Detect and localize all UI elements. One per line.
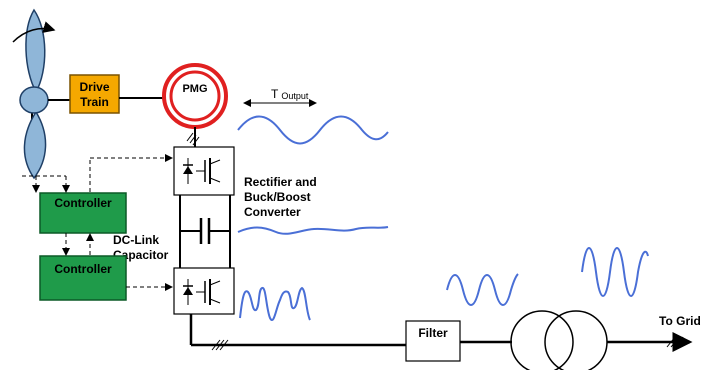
filter-output-waveform xyxy=(446,273,519,306)
output-bus xyxy=(189,314,693,352)
wind-turbine-icon xyxy=(12,8,56,180)
to-grid-label: To Grid xyxy=(659,314,701,328)
controller-bottom-label: Controller xyxy=(54,262,112,276)
rectifier-label-1: Rectifier and xyxy=(244,175,317,189)
igbt-switch-icon xyxy=(183,279,221,305)
rectifier-converter-block xyxy=(173,146,235,196)
rectifier-label-3: Converter xyxy=(244,205,301,219)
igbt-switch-icon xyxy=(183,158,221,184)
filter-block: Filter xyxy=(405,320,461,362)
inverter-converter-block xyxy=(173,267,235,315)
control-signals xyxy=(22,154,173,291)
dc-link-bus xyxy=(179,195,231,268)
pmg-generator: PMG xyxy=(162,63,228,129)
filter-label: Filter xyxy=(418,326,448,340)
controller-top-label: Controller xyxy=(54,196,112,210)
controller-bottom-block: Controller xyxy=(39,255,127,301)
dclink-label-1: DC-Link xyxy=(113,233,159,247)
dclink-label-2: Capacitor xyxy=(113,248,169,262)
rectifier-label-2: Buck/Boost xyxy=(244,190,311,204)
pmg-label: PMG xyxy=(182,83,207,95)
capacitor-icon xyxy=(199,218,211,244)
inverter-output-waveform xyxy=(239,286,311,321)
drive-train-label-1: Drive xyxy=(79,80,109,94)
pmg-output-waveform xyxy=(237,115,389,145)
dc-link-waveform xyxy=(237,226,389,235)
drive-train-label-2: Train xyxy=(80,95,109,109)
drive-train-block: Drive Train xyxy=(69,74,120,114)
grid-waveform xyxy=(581,247,649,297)
controller-top-block: Controller xyxy=(39,192,127,234)
transformer-icon xyxy=(510,310,608,370)
